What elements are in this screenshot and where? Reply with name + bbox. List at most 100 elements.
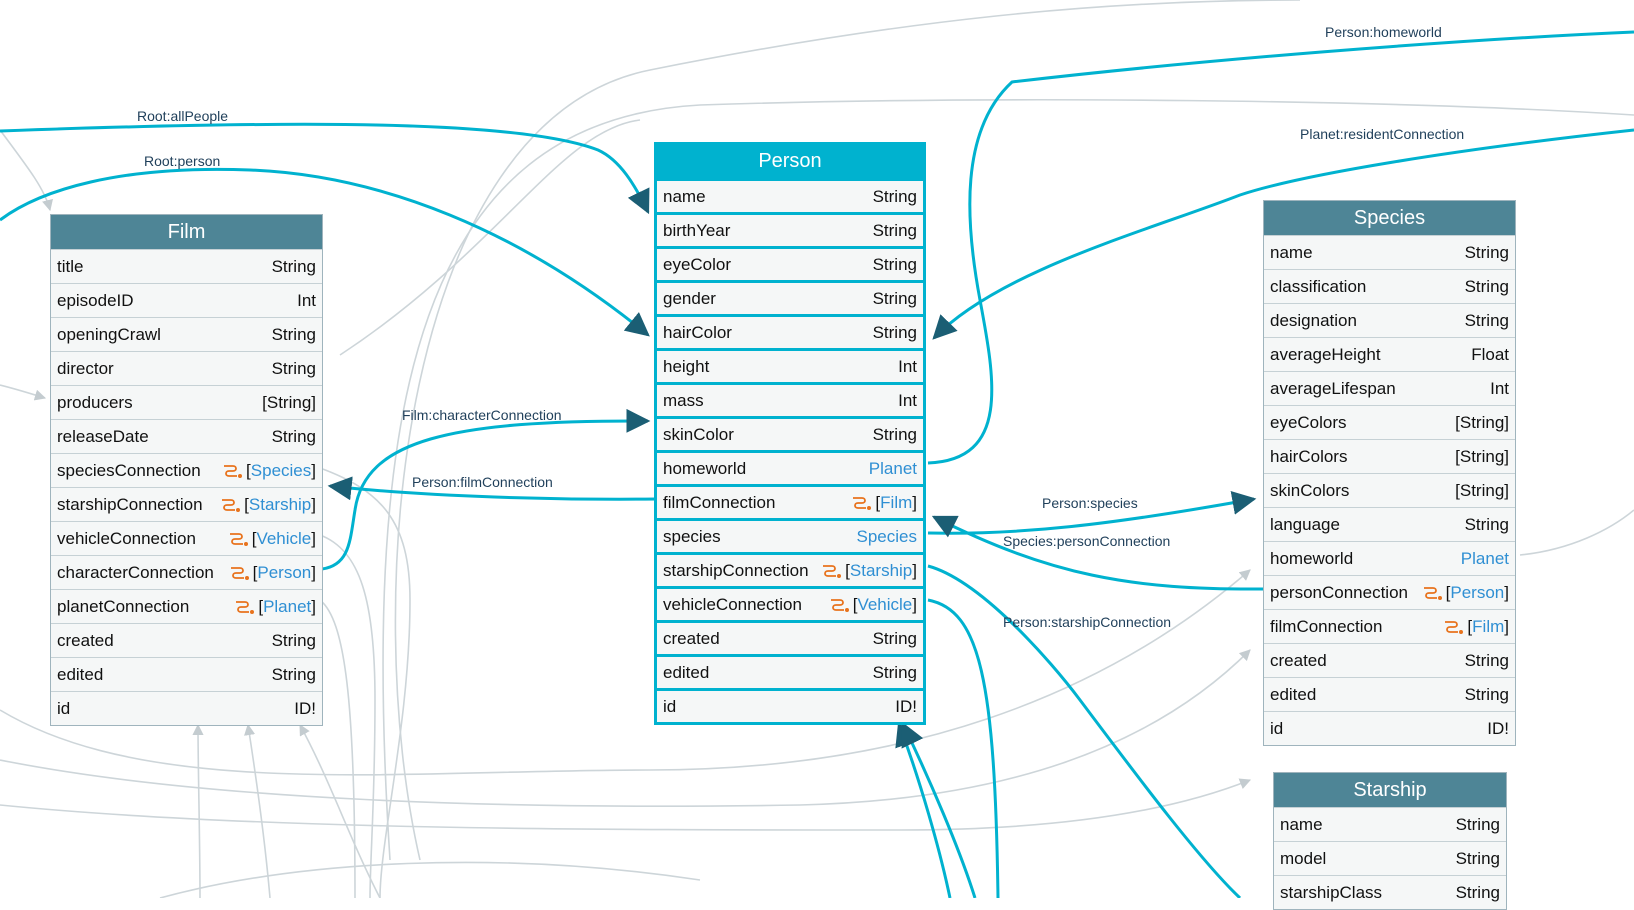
type-starship-title[interactable]: Starship xyxy=(1274,773,1506,807)
field-type-link[interactable]: Starship xyxy=(849,560,913,580)
field-name: id xyxy=(57,698,71,718)
field-name: created xyxy=(1270,650,1327,670)
field-row-vehicleConnection[interactable]: vehicleConnection[Vehicle] xyxy=(51,521,322,555)
field-type-link[interactable]: Vehicle xyxy=(857,594,913,614)
field-name: edited xyxy=(57,664,104,684)
field-type: Int xyxy=(1490,379,1509,399)
field-row-starshipConnection[interactable]: starshipConnection[Starship] xyxy=(51,487,322,521)
field-row-skinColors[interactable]: skinColors[String] xyxy=(1264,473,1515,507)
field-type-scalar: String xyxy=(1464,276,1509,296)
field-type-link[interactable]: Film xyxy=(880,492,913,512)
edge-label-person-homeworld: Person:homeworld xyxy=(1325,24,1442,40)
field-type-link[interactable]: Planet xyxy=(868,458,917,478)
field-name: homeworld xyxy=(1270,548,1354,568)
field-type-link[interactable]: Vehicle xyxy=(256,528,312,548)
field-row-id[interactable]: id ID! xyxy=(51,691,322,725)
list-bracket-open: [ xyxy=(845,560,850,580)
field-type-scalar: ID! xyxy=(294,698,316,718)
field-row-eyeColors[interactable]: eyeColors[String] xyxy=(1264,405,1515,439)
faint-edge xyxy=(192,723,204,898)
field-row-planetConnection[interactable]: planetConnection[Planet] xyxy=(51,589,322,623)
field-name: hairColor xyxy=(663,322,732,342)
field-type-link[interactable]: Starship xyxy=(248,494,312,514)
field-row-starshipConnection[interactable]: starshipConnection[Starship] xyxy=(657,552,923,586)
field-name: episodeID xyxy=(57,290,134,310)
field-row-filmConnection[interactable]: filmConnection[Film] xyxy=(1264,609,1515,643)
field-name: mass xyxy=(663,390,704,410)
list-bracket-close: ] xyxy=(912,492,917,512)
type-species-title[interactable]: Species xyxy=(1264,201,1515,235)
field-type-scalar: Int xyxy=(297,290,316,310)
field-type-link[interactable]: Species xyxy=(250,460,312,480)
edge-label-person-starshipconnection: Person:starshipConnection xyxy=(1003,614,1171,630)
connection-icon xyxy=(236,600,255,614)
field-type-link[interactable]: Person xyxy=(1450,582,1505,602)
edge-person-starshipconnection xyxy=(927,564,1242,898)
field-type-link[interactable]: Film xyxy=(1472,616,1505,636)
field-row-personConnection[interactable]: personConnection[Person] xyxy=(1264,575,1515,609)
faint-edge xyxy=(0,649,1251,807)
edge-planet-residentconnection xyxy=(932,128,1634,340)
field-type-link[interactable]: Planet xyxy=(1460,548,1509,568)
field-type: String xyxy=(272,359,316,379)
field-row-speciesConnection[interactable]: speciesConnection[Species] xyxy=(51,453,322,487)
connection-icon xyxy=(830,598,849,612)
field-name: designation xyxy=(1270,310,1357,330)
field-type-link[interactable]: Person xyxy=(257,562,312,582)
field-row-homeworld[interactable]: homeworld Planet xyxy=(1264,541,1515,575)
field-type-link[interactable]: Planet xyxy=(263,596,312,616)
field-row-producers[interactable]: producers[String] xyxy=(51,385,322,419)
field-row-episodeID[interactable]: episodeID Int xyxy=(51,283,322,317)
field-name: producers xyxy=(57,392,133,412)
field-name: id xyxy=(663,696,677,716)
field-name: personConnection xyxy=(1270,582,1408,602)
field-type: [Planet] xyxy=(234,597,316,617)
field-row-vehicleConnection[interactable]: vehicleConnection[Vehicle] xyxy=(657,586,923,620)
field-name: name xyxy=(1270,242,1313,262)
field-row-filmConnection[interactable]: filmConnection[Film] xyxy=(657,484,923,518)
connection-icon xyxy=(222,498,241,512)
list-bracket-open: [ xyxy=(852,594,858,614)
type-film-title[interactable]: Film xyxy=(51,215,322,249)
field-row-hairColors[interactable]: hairColors[String] xyxy=(1264,439,1515,473)
field-type: [Person] xyxy=(229,563,316,583)
field-row-characterConnection[interactable]: characterConnection[Person] xyxy=(51,555,322,589)
field-type-link[interactable]: Species xyxy=(856,526,917,546)
type-person-title[interactable]: Person xyxy=(657,145,923,178)
